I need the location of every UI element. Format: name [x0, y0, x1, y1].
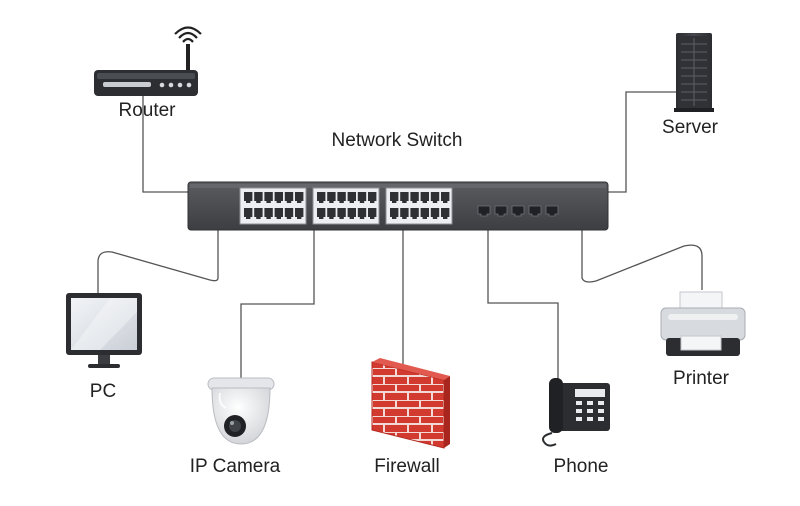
firewall-icon: [371, 358, 450, 449]
uplink-port: [477, 205, 491, 217]
port-group-3: [385, 187, 453, 225]
switch-port: [274, 208, 283, 219]
switch-port: [400, 208, 409, 219]
ip-camera-icon: [207, 377, 275, 445]
cable-pc: [97, 230, 219, 293]
ip-camera-label: IP Camera: [189, 456, 281, 477]
switch-port: [441, 208, 450, 219]
switch-port: [368, 192, 377, 203]
switch-port: [347, 192, 356, 203]
switch-port: [244, 192, 253, 203]
switch-port: [244, 208, 253, 219]
switch-port: [430, 208, 440, 219]
switch-port: [327, 208, 336, 219]
switch-port: [410, 208, 419, 219]
switch-port: [274, 192, 283, 203]
port-group-2: [312, 187, 380, 225]
switch-port: [264, 208, 273, 219]
cable-phone: [487, 230, 559, 380]
switch-port: [410, 192, 419, 203]
switch-port: [295, 208, 304, 219]
switch-port: [420, 208, 429, 219]
firewall-label: Firewall: [374, 456, 440, 477]
switch-port-groups: [239, 187, 453, 225]
printer-label: Printer: [673, 368, 729, 389]
printer-icon: [660, 291, 746, 356]
network-switch: [187, 181, 609, 231]
switch-port: [317, 192, 326, 203]
switch-port: [390, 208, 399, 219]
uplink-port: [511, 205, 525, 217]
cable-router: [142, 95, 192, 193]
phone-icon: [542, 378, 610, 447]
switch-port: [430, 192, 440, 203]
switch-port: [420, 192, 429, 203]
uplink-port: [494, 205, 508, 217]
switch-port: [400, 192, 409, 203]
router-icon: [94, 26, 202, 96]
switch-port: [357, 208, 367, 219]
switch-port: [317, 208, 326, 219]
switch-port: [254, 192, 263, 203]
switch-port: [347, 208, 356, 219]
port-group-1: [239, 187, 307, 225]
cable-printer: [581, 230, 703, 290]
server-icon: [674, 33, 714, 112]
cable-ip-camera: [240, 230, 315, 378]
switch-uplink-ports: [477, 205, 559, 217]
pc-label: PC: [89, 381, 117, 402]
switch-port: [264, 192, 273, 203]
switch-port: [254, 208, 263, 219]
router-label: Router: [118, 100, 176, 121]
switch-port: [284, 192, 294, 203]
switch-port: [284, 208, 294, 219]
switch-port: [295, 192, 304, 203]
cable-server: [606, 91, 676, 193]
uplink-port: [528, 205, 542, 217]
switch-port: [337, 192, 346, 203]
switch-port: [441, 192, 450, 203]
switch-port: [368, 208, 377, 219]
network-switch-label: Network Switch: [331, 130, 463, 151]
phone-label: Phone: [553, 456, 609, 477]
switch-port: [357, 192, 367, 203]
cables: [97, 91, 703, 380]
server-label: Server: [662, 117, 718, 138]
switch-port: [337, 208, 346, 219]
uplink-port: [545, 205, 559, 217]
pc-monitor-icon: [66, 293, 142, 368]
switch-port: [390, 192, 399, 203]
switch-port: [327, 192, 336, 203]
